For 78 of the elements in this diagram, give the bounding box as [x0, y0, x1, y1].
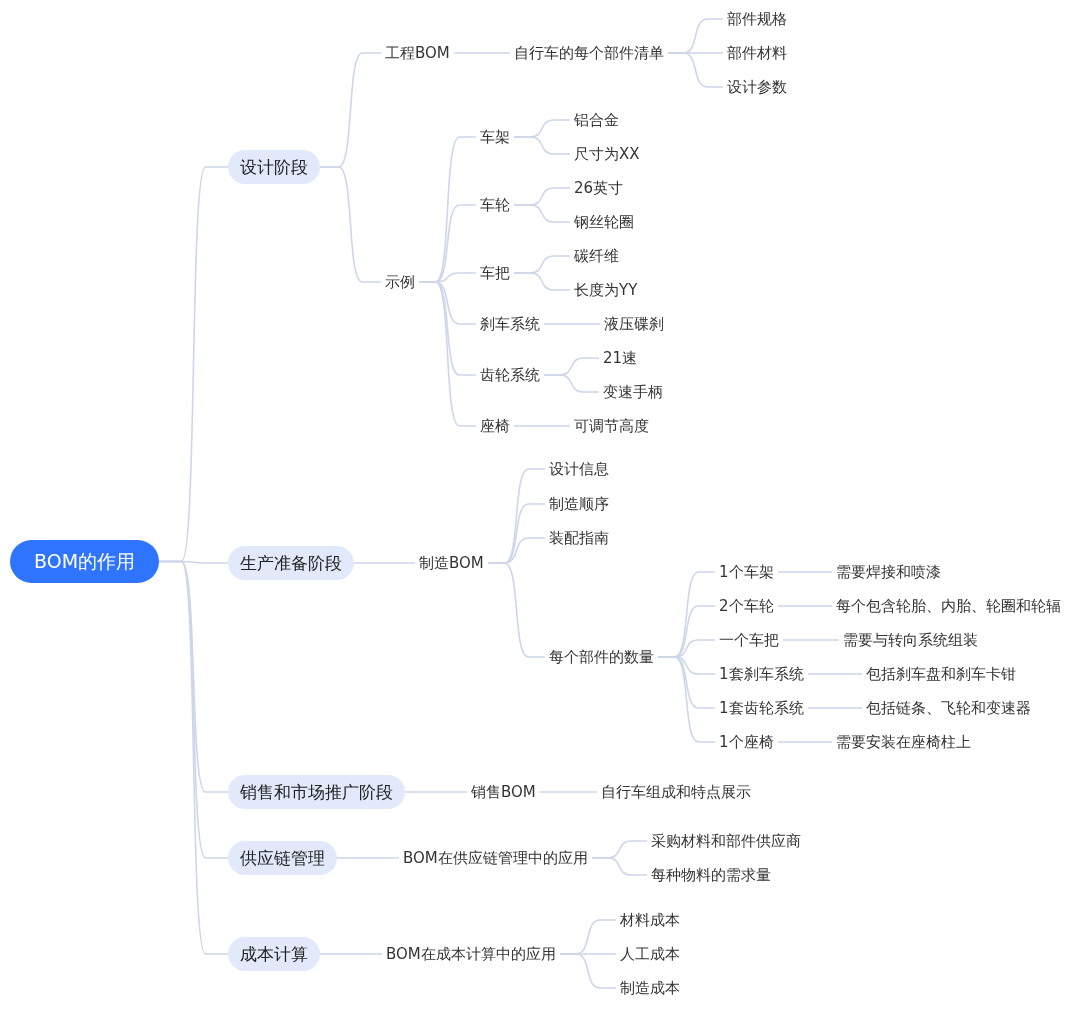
topic-text: 齿轮系统: [476, 363, 544, 387]
topic-text: 钢丝轮圈: [570, 210, 638, 234]
topic-text: 需要安装在座椅柱上: [832, 730, 975, 754]
topic-text: 每个包含轮胎、内胎、轮圈和轮辐: [832, 594, 1065, 618]
topic-text: 包括刹车盘和刹车卡钳: [862, 662, 1020, 686]
branch-line: [782, 639, 840, 641]
topic-text: 车架: [476, 125, 514, 149]
branch-line: [667, 52, 724, 88]
topic-text: 设计参数: [723, 75, 791, 99]
topic-text: BOM在供应链管理中的应用: [399, 846, 592, 870]
branch-line: [453, 52, 511, 54]
topic-text: 每种物料的需求量: [647, 863, 775, 887]
topic-text: 碳纤维: [570, 244, 623, 268]
topic-text: 刹车系统: [476, 312, 544, 336]
topic-text: 1个车架: [715, 560, 778, 584]
topic-pill: 供应链管理: [228, 841, 337, 875]
branch-line: [559, 953, 617, 989]
topic-text: 需要与转向系统组装: [839, 628, 982, 652]
topic-text: 设计信息: [545, 457, 613, 481]
branch-line: [539, 791, 598, 793]
topic-text: 长度为YY: [570, 278, 642, 302]
branch-line: [353, 562, 416, 564]
topic-text: 可调节高度: [570, 414, 653, 438]
branch-line: [513, 136, 571, 155]
topic-text: 自行车的每个部件清单: [510, 41, 668, 65]
branch-line: [487, 562, 546, 658]
branch-line: [807, 673, 863, 675]
topic-text: 车把: [476, 261, 514, 285]
topic-text: 1套刹车系统: [715, 662, 808, 686]
branch-line: [513, 204, 571, 223]
topic-text: 21速: [599, 346, 642, 370]
topic-text: 工程BOM: [381, 41, 454, 65]
topic-text: 1套齿轮系统: [715, 696, 808, 720]
branch-line: [591, 857, 648, 876]
topic-text: 车轮: [476, 193, 514, 217]
topic-text: 示例: [381, 270, 419, 294]
topic-text: 制造顺序: [545, 492, 613, 516]
branch-line: [319, 166, 382, 283]
branch-line: [418, 281, 477, 427]
topic-text: 采购材料和部件供应商: [647, 829, 805, 853]
topic-text: 26英寸: [570, 176, 628, 200]
topic-pill: 生产准备阶段: [228, 546, 354, 580]
topic-text: 液压碟刹: [600, 312, 668, 336]
topic-text: 人工成本: [616, 942, 684, 966]
topic-text: 销售BOM: [467, 780, 540, 804]
topic-text: 座椅: [476, 414, 514, 438]
branch-line: [807, 707, 863, 709]
branch-line: [336, 857, 400, 859]
branch-line: [513, 425, 571, 427]
branch-line: [404, 791, 468, 793]
topic-text: BOM在成本计算中的应用: [382, 942, 560, 966]
topic-pill: 销售和市场推广阶段: [228, 775, 405, 809]
topic-text: 部件材料: [723, 41, 791, 65]
branch-line: [777, 605, 833, 607]
topic-text: 自行车组成和特点展示: [597, 780, 755, 804]
branch-line: [543, 323, 601, 325]
topic-pill: 设计阶段: [228, 150, 320, 184]
topic-pill: 成本计算: [228, 937, 320, 971]
topic-text: 铝合金: [570, 108, 623, 132]
root-topic: BOM的作用: [10, 539, 160, 583]
branch-line: [543, 374, 600, 393]
branch-line: [777, 741, 833, 743]
topic-text: 需要焊接和喷漆: [832, 560, 945, 584]
topic-text: 制造成本: [616, 976, 684, 1000]
topic-text: 2个车轮: [715, 594, 778, 618]
topic-text: 尺寸为XX: [570, 142, 644, 166]
topic-text: 部件规格: [723, 7, 791, 31]
topic-text: 装配指南: [545, 526, 613, 550]
topic-text: 每个部件的数量: [545, 645, 658, 669]
topic-text: 变速手柄: [599, 380, 667, 404]
branch-line: [513, 272, 571, 291]
topic-text: 材料成本: [616, 908, 684, 932]
topic-text: 一个车把: [715, 628, 783, 652]
branch-line: [319, 953, 383, 955]
topic-text: 1个座椅: [715, 730, 778, 754]
topic-text: 包括链条、飞轮和变速器: [862, 696, 1035, 720]
branch-line: [777, 571, 833, 573]
topic-text: 制造BOM: [415, 551, 488, 575]
